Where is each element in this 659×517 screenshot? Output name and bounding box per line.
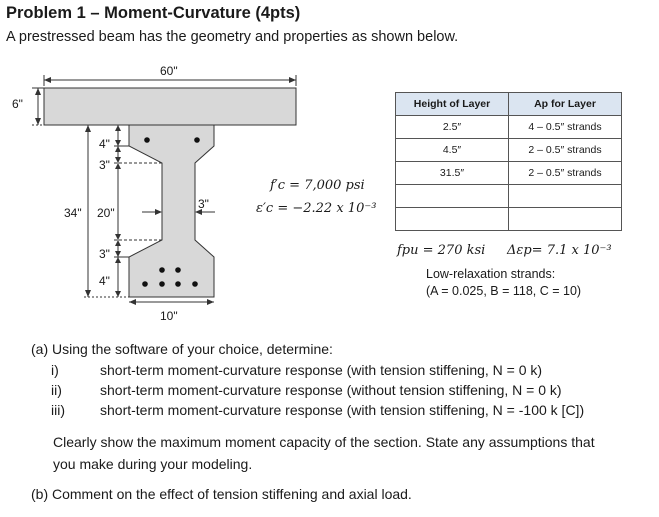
strand-layer-table: Height of Layer Ap for Layer 2.5″ 4 – 0.…: [395, 92, 622, 231]
dim-top-taper: 3": [99, 158, 110, 172]
strand: [144, 137, 150, 143]
strand-ultimate-strength: fpu = 270 ksi: [396, 243, 485, 258]
question-a-label: (a) Using the software of your choice, d…: [31, 341, 333, 357]
table-cell: [508, 184, 622, 208]
top-flange: [43, 87, 297, 126]
item-text: short-term moment-curvature response (wi…: [100, 362, 543, 378]
table-cell: [395, 207, 509, 231]
table-cell: [395, 184, 509, 208]
dim-flange-depth: 6": [12, 97, 23, 111]
table-cell: 2 – 0.5″ strands: [508, 138, 622, 162]
table-row: 4.5″ 2 – 0.5″ strands: [395, 138, 622, 162]
column-header: Height of Layer: [395, 92, 509, 116]
question-b-label: (b) Comment on the effect of tension sti…: [31, 486, 412, 502]
note-line-2: you make during your modeling.: [53, 456, 253, 472]
strand: [175, 267, 181, 273]
table-header-row: Height of Layer Ap for Layer: [395, 92, 622, 116]
concrete-strain: ε′c = −2.22 x 10⁻³: [256, 201, 376, 216]
strand: [159, 281, 165, 287]
table-cell: 2.5″: [395, 115, 509, 139]
strand: [194, 137, 200, 143]
item-text: short-term moment-curvature response (wi…: [100, 382, 562, 398]
strand: [175, 281, 181, 287]
table-row: 2.5″ 4 – 0.5″ strands: [395, 115, 622, 139]
dim-bottom-width: 10": [160, 309, 178, 323]
table-cell: [508, 207, 622, 231]
dim-bottom-taper: 3": [99, 247, 110, 261]
table-cell: 2 – 0.5″ strands: [508, 161, 622, 185]
strand-prestrain: Δεp= 7.1 x 10⁻³: [506, 243, 612, 258]
dim-web-height: 20": [97, 206, 115, 220]
table-row: [395, 207, 622, 231]
dim-bottom-bulb: 4": [99, 274, 110, 288]
strand: [192, 281, 198, 287]
dim-web-thickness: 3": [198, 197, 209, 211]
item-number: iii): [51, 402, 65, 418]
table-row: 31.5″ 2 – 0.5″ strands: [395, 161, 622, 185]
strand: [159, 267, 165, 273]
table-cell: 4.5″: [395, 138, 509, 162]
page-title: Problem 1 – Moment-Curvature (4pts): [6, 4, 301, 22]
low-relaxation-note: Low-relaxation strands: (A = 0.025, B = …: [426, 266, 581, 300]
table-cell: 4 – 0.5″ strands: [508, 115, 622, 139]
table-cell: 31.5″: [395, 161, 509, 185]
table-row: [395, 184, 622, 208]
strand: [142, 281, 148, 287]
item-text: short-term moment-curvature response (wi…: [100, 402, 585, 418]
dim-total-depth: 34": [64, 206, 82, 220]
concrete-strength: f′c = 7,000 psi: [269, 178, 365, 193]
dim-top-bulb: 4": [99, 137, 110, 151]
low-relaxation-title: Low-relaxation strands:: [426, 267, 556, 281]
intro-text: A prestressed beam has the geometry and …: [6, 29, 459, 45]
low-relaxation-params: (A = 0.025, B = 118, C = 10): [426, 284, 582, 298]
dim-width-top: 60": [160, 64, 178, 78]
column-header: Ap for Layer: [508, 92, 622, 116]
note-line-1: Clearly show the maximum moment capacity…: [53, 434, 595, 450]
item-number: i): [51, 362, 59, 378]
item-number: ii): [51, 382, 62, 398]
